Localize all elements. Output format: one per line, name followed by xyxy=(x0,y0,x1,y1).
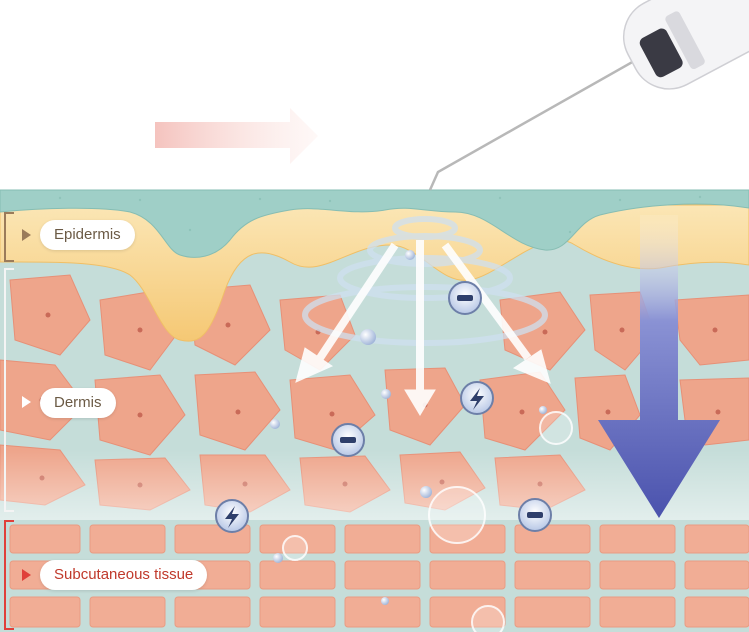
subcutaneous-marker-icon xyxy=(22,569,31,581)
epidermis-label: Epidermis xyxy=(40,220,135,250)
particles xyxy=(270,250,547,605)
subcutaneous-label: Subcutaneous tissue xyxy=(40,560,208,590)
dermis-label: Dermis xyxy=(40,388,116,418)
lightning-bolt-icon xyxy=(215,499,249,533)
downward-penetration-arrow xyxy=(598,215,720,518)
beauty-device-icon xyxy=(622,0,749,90)
motion-arrow xyxy=(155,108,318,164)
dermis-marker-icon xyxy=(22,396,31,408)
epidermis-bracket xyxy=(4,212,14,262)
swirl-effect xyxy=(302,216,548,346)
minus-ion-icon xyxy=(331,423,365,457)
penetration-arrows xyxy=(295,240,551,416)
skin-surface xyxy=(0,189,749,258)
epidermis-marker-icon xyxy=(22,229,31,241)
minus-ion-icon xyxy=(448,281,482,315)
dermis-bracket xyxy=(4,268,14,512)
bubbles xyxy=(282,411,573,632)
lightning-bolt-icon xyxy=(460,381,494,415)
subcutaneous-bracket xyxy=(4,520,14,630)
minus-ion-icon xyxy=(518,498,552,532)
device-wire xyxy=(428,50,651,191)
